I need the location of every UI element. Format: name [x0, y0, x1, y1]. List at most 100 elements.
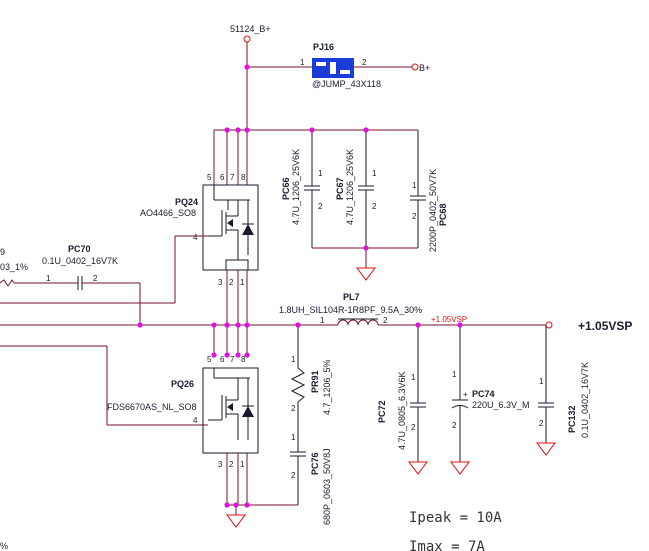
net-label-vsp-out: +1.05VSP: [578, 319, 632, 333]
svg-text:2: 2: [291, 471, 296, 480]
junction-dot: [224, 352, 230, 358]
svg-text:+: +: [463, 390, 468, 399]
svg-text:7: 7: [230, 173, 235, 182]
svg-text:1: 1: [318, 169, 323, 178]
pc66-ref: PC66: [281, 177, 291, 200]
junction-dot: [235, 352, 241, 358]
svg-text:8: 8: [241, 355, 246, 364]
pq26-value: FDS6670AS_NL_SO8: [107, 402, 197, 412]
junction-dot: [235, 127, 241, 133]
mosfet-pq24: 5 6 7 8 4 3 2 1 PQ24 AO4466_SO8: [140, 173, 259, 287]
pj16-value: @JUMP_43X118: [312, 79, 381, 89]
capacitor-pc76: 1 2 PC76 680P_0603_50V8J: [290, 433, 332, 525]
svg-text:1: 1: [291, 433, 296, 442]
input-cap-bank: 1 2 PC66 4.7U_1206_25V6K 1 2 PC67 4.7U_1…: [213, 129, 448, 281]
resistor-pr91: 1 2 PR91 4.7_1206_5%: [290, 325, 332, 452]
pc70-ref: PC70: [68, 244, 91, 254]
svg-text:2: 2: [362, 58, 367, 67]
junction-dot: [224, 502, 230, 508]
junction-dot: [309, 127, 315, 133]
capacitor-pc72: 1 2 PC72 4.7U_0805_6.3V6K: [377, 325, 428, 475]
svg-text:5: 5: [207, 355, 212, 364]
net-label-vsp-red: +1.05VSP: [431, 315, 467, 324]
pc67-value: 4.7U_1206_25V6K: [345, 149, 355, 225]
svg-text:6: 6: [220, 355, 225, 364]
pl7-ref: PL7: [343, 292, 360, 302]
ground-symbol: [536, 442, 556, 456]
pc72-value: 4.7U_0805_6.3V6K: [397, 371, 407, 450]
svg-text:1: 1: [240, 460, 245, 469]
junction-dot: [233, 502, 239, 508]
svg-text:1: 1: [240, 278, 245, 287]
svg-text:4: 4: [193, 233, 198, 242]
junction-dot: [415, 322, 421, 328]
pc68-value: 2200P_0402_50V7K: [428, 169, 438, 252]
svg-text:1: 1: [372, 169, 377, 178]
ground-symbol: [408, 461, 428, 475]
svg-text:1: 1: [452, 370, 457, 379]
capacitor-pc66: 1 2 PC66 4.7U_1206_25V6K: [281, 130, 323, 248]
svg-text:2: 2: [93, 274, 98, 283]
junction-dot: [244, 127, 250, 133]
svg-text:1: 1: [411, 373, 416, 382]
capacitor-pc68: 1 2 2200P_0402_50V7K PC68: [410, 130, 448, 252]
svg-text:4: 4: [193, 416, 198, 425]
junction-dot: [244, 352, 250, 358]
svg-text:2: 2: [452, 421, 457, 430]
junction-dot: [235, 322, 241, 328]
junction-dot: [211, 352, 217, 358]
pl7-value: 1.8UH_SIL104R-1R8PF_9.5A_30%: [279, 305, 422, 315]
svg-text:5: 5: [207, 173, 212, 182]
svg-text:2: 2: [291, 404, 296, 413]
pc132-ref: PC132: [567, 405, 577, 433]
svg-text:8: 8: [241, 173, 246, 182]
ground-symbol: [356, 267, 376, 281]
switch-node: [0, 270, 338, 368]
ground-symbol: [450, 461, 470, 475]
partial-label: 9: [0, 247, 5, 257]
svg-text:6: 6: [220, 173, 225, 182]
partial-label: 03_1%: [0, 262, 28, 272]
junction-dot: [244, 322, 250, 328]
pq26-ref: PQ26: [171, 379, 194, 389]
low-side-ground: [226, 453, 298, 528]
pc68-ref: PC68: [438, 203, 448, 226]
pr91-ref: PR91: [310, 370, 320, 393]
junction-dot: [457, 322, 463, 328]
junction-dot: [295, 322, 301, 328]
svg-text:1: 1: [320, 316, 325, 325]
ground-symbol: [226, 514, 246, 528]
junction-dot: [363, 245, 369, 251]
junction-dot: [137, 322, 143, 328]
capacitor-pc70: 9 03_1% PC70 0.1U_0402_16V7K 1 2: [0, 244, 141, 325]
partial-label: %: [0, 541, 8, 551]
net-label-51124-bplus: 51124_B+: [230, 24, 271, 34]
svg-text:2: 2: [383, 316, 388, 325]
junction-dot: [224, 127, 230, 133]
svg-text:3: 3: [218, 460, 223, 469]
inductor-pl7: PL7 1.8UH_SIL104R-1R8PF_9.5A_30% 1 2: [279, 292, 422, 326]
svg-text:2: 2: [411, 423, 416, 432]
junction-dot: [363, 127, 369, 133]
svg-text:2: 2: [229, 278, 234, 287]
note-ipeak: Ipeak = 10A: [409, 510, 502, 526]
pc72-ref: PC72: [377, 400, 387, 423]
pc67-ref: PC67: [335, 177, 345, 200]
svg-text:1: 1: [291, 355, 296, 364]
pc66-value: 4.7U_1206_25V6K: [291, 149, 301, 225]
net-terminal: [411, 63, 419, 71]
pc70-value: 0.1U_0402_16V7K: [42, 256, 118, 266]
svg-text:3: 3: [218, 278, 223, 287]
net-label-bplus: B+: [419, 63, 430, 73]
pc76-ref: PC76: [310, 452, 320, 475]
svg-text:7: 7: [230, 355, 235, 364]
capacitor-pc132: 1 2 PC132 0.1U_0402_16V7K: [536, 325, 590, 456]
junction-dots: [137, 64, 463, 508]
net-terminal: [243, 35, 251, 43]
pc74-value: 220U_6.3V_M: [472, 400, 530, 410]
capacitor-pc74: 1 2 + PC74 220U_6.3V_M: [450, 325, 530, 475]
pq24-ref: PQ24: [175, 197, 198, 207]
svg-text:1: 1: [539, 377, 544, 386]
net-51124-bplus: 51124_B+: [230, 24, 312, 130]
